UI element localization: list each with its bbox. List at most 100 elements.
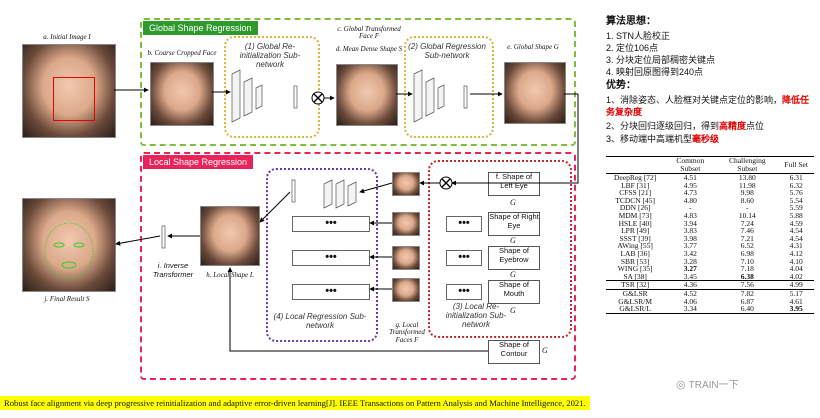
- local-face-left-eye: [392, 172, 420, 196]
- table-cell-value: 6.31: [789, 173, 803, 182]
- table-cell-method: G&LSR: [622, 288, 648, 298]
- table-cell-value: 4.02: [789, 271, 803, 281]
- table-cell-method: AWing [55]: [617, 241, 653, 251]
- global-regression-subnetwork: [404, 36, 494, 138]
- table-cell-value: 4.83: [683, 210, 697, 220]
- final-result-image: [22, 198, 116, 292]
- table-header-row: Common Subset Challenging Subset Full Se…: [606, 156, 814, 174]
- local-regressor-2: •••: [292, 216, 370, 232]
- table-cell-value: 4.12: [789, 248, 803, 258]
- table-cell-value: 3.77: [683, 241, 697, 251]
- table-header-challenging: Challenging Subset: [728, 156, 766, 173]
- advantage-1-highlight: 降低任务复杂度: [606, 95, 810, 117]
- local-face-mouth: [392, 278, 420, 302]
- caption-global-shape: e. Global Shape G: [507, 43, 559, 51]
- table-cell-value: 6.32: [789, 180, 803, 190]
- shape-box-eyebrow: Shape of Eyebrow: [488, 246, 540, 270]
- caption-final-result: j. Final Result S: [44, 295, 90, 303]
- face-bounding-box: [53, 77, 95, 121]
- table-cell-value: 13.80: [738, 173, 756, 182]
- local-region-title: Local Shape Regression: [143, 155, 254, 169]
- shape-box-contour: Shape of Contour: [488, 340, 540, 364]
- caption-local-faces: g. Local Transformed Faces F: [389, 321, 425, 344]
- advantage-3-text: 3、移动端中高端机型: [606, 134, 693, 144]
- table-cell-value: 5.17: [789, 288, 803, 298]
- landmark-overlay: [44, 222, 94, 280]
- table-cell-value: 6.52: [740, 241, 754, 251]
- table-cell-method: CFSS [21]: [619, 188, 652, 198]
- table-cell-value: 3.45: [683, 271, 697, 281]
- local-face-eyebrow: [392, 246, 420, 270]
- table-cell-value: 4.54: [789, 226, 803, 236]
- table-header-method: [606, 157, 664, 174]
- table-cell-value: 6.38: [740, 271, 754, 281]
- initial-image: [22, 44, 116, 138]
- table-cell-value: 10.14: [738, 210, 756, 220]
- caption-mean-dense-shape: d. Mean Dense Shape S: [335, 45, 403, 53]
- table-cell-method: TCDCN [45]: [615, 195, 656, 205]
- global-shape-image: [504, 62, 566, 124]
- table-cell-value: 3.94: [683, 218, 697, 228]
- table-cell-method: LBF [31]: [621, 180, 650, 190]
- table-cell-method: WING [35]: [617, 264, 653, 274]
- table-cell-value: 4.10: [789, 256, 803, 266]
- watermark-text: TRAIN一下: [688, 380, 739, 391]
- table-cell-method: SSST [39]: [619, 233, 651, 243]
- table-cell-method: LAB [36]: [620, 248, 650, 258]
- table-cell-value: 7.18: [740, 264, 754, 274]
- advantage-3-highlight: 毫秒级: [692, 134, 720, 144]
- local-shape-regression-region: [140, 152, 576, 380]
- watermark: ◎ TRAIN一下: [676, 376, 739, 391]
- table-cell-value: 4.54: [789, 233, 803, 243]
- wechat-icon: ◎: [676, 379, 689, 391]
- table-cell-value: 6.98: [740, 248, 754, 258]
- global-transformed-face: [336, 64, 398, 126]
- advantage-1: 1、消除姿态、人脸框对关键点定位的影响，降低任务复杂度: [606, 94, 812, 118]
- table-cell-value: 5.88: [789, 210, 803, 220]
- advantage-2-text: 2、分块回归逐级回归，得到: [606, 121, 720, 131]
- table-cell-value: 3.42: [683, 248, 697, 258]
- advantage-1-text: 1、消除姿态、人脸框对关键点定位的影响，: [606, 95, 783, 105]
- table-cell-value: 5.76: [789, 188, 803, 198]
- citation-footer: Robust face alignment via deep progressi…: [0, 396, 590, 410]
- algo-step-1: 1. STN人脸校正: [606, 31, 671, 41]
- table-row: DDN [26]--5.59: [606, 204, 814, 212]
- table-cell-value: 4.61: [789, 296, 803, 306]
- table-cell-method: SBR [53]: [620, 256, 650, 266]
- table-cell-value: 5.54: [789, 195, 803, 205]
- landmark-mouth: [61, 261, 77, 269]
- table-cell-method: G&LSR/L: [619, 304, 651, 314]
- global-reinit-label: (1) Global Re-initialization Sub-network: [239, 42, 301, 69]
- shape-box-left-eye: f. Shape of Left Eye: [488, 172, 540, 196]
- advantage-2-highlight: 高精度: [719, 121, 747, 131]
- caption-coarse-face: b. Coarse Cropped Face: [147, 49, 217, 57]
- table-cell-value: 7.21: [740, 233, 754, 243]
- table-cell-value: 4.51: [683, 173, 697, 182]
- table-header-full: Full Set: [784, 160, 808, 169]
- table-cell-value: 3.28: [683, 256, 697, 266]
- caption-initial-image: a. Initial Image I: [43, 33, 91, 41]
- g-symbol-4: G: [510, 306, 516, 315]
- global-reinit-subnetwork: [224, 36, 320, 138]
- caption-global-transformed: c. Global Transformed Face F: [337, 25, 401, 41]
- landmark-right-eye: [73, 242, 85, 248]
- table-cell-method: LPR [49]: [621, 226, 650, 236]
- table-row: LAB [36] 3.42 6.98 4.12: [606, 250, 814, 258]
- caption-local-shape: h. Local Shape L: [206, 271, 254, 279]
- table-cell-value: 6.87: [740, 296, 754, 306]
- advantage-2-suffix: 点位: [746, 121, 765, 131]
- results-table: Common Subset Challenging Subset Full Se…: [606, 156, 814, 314]
